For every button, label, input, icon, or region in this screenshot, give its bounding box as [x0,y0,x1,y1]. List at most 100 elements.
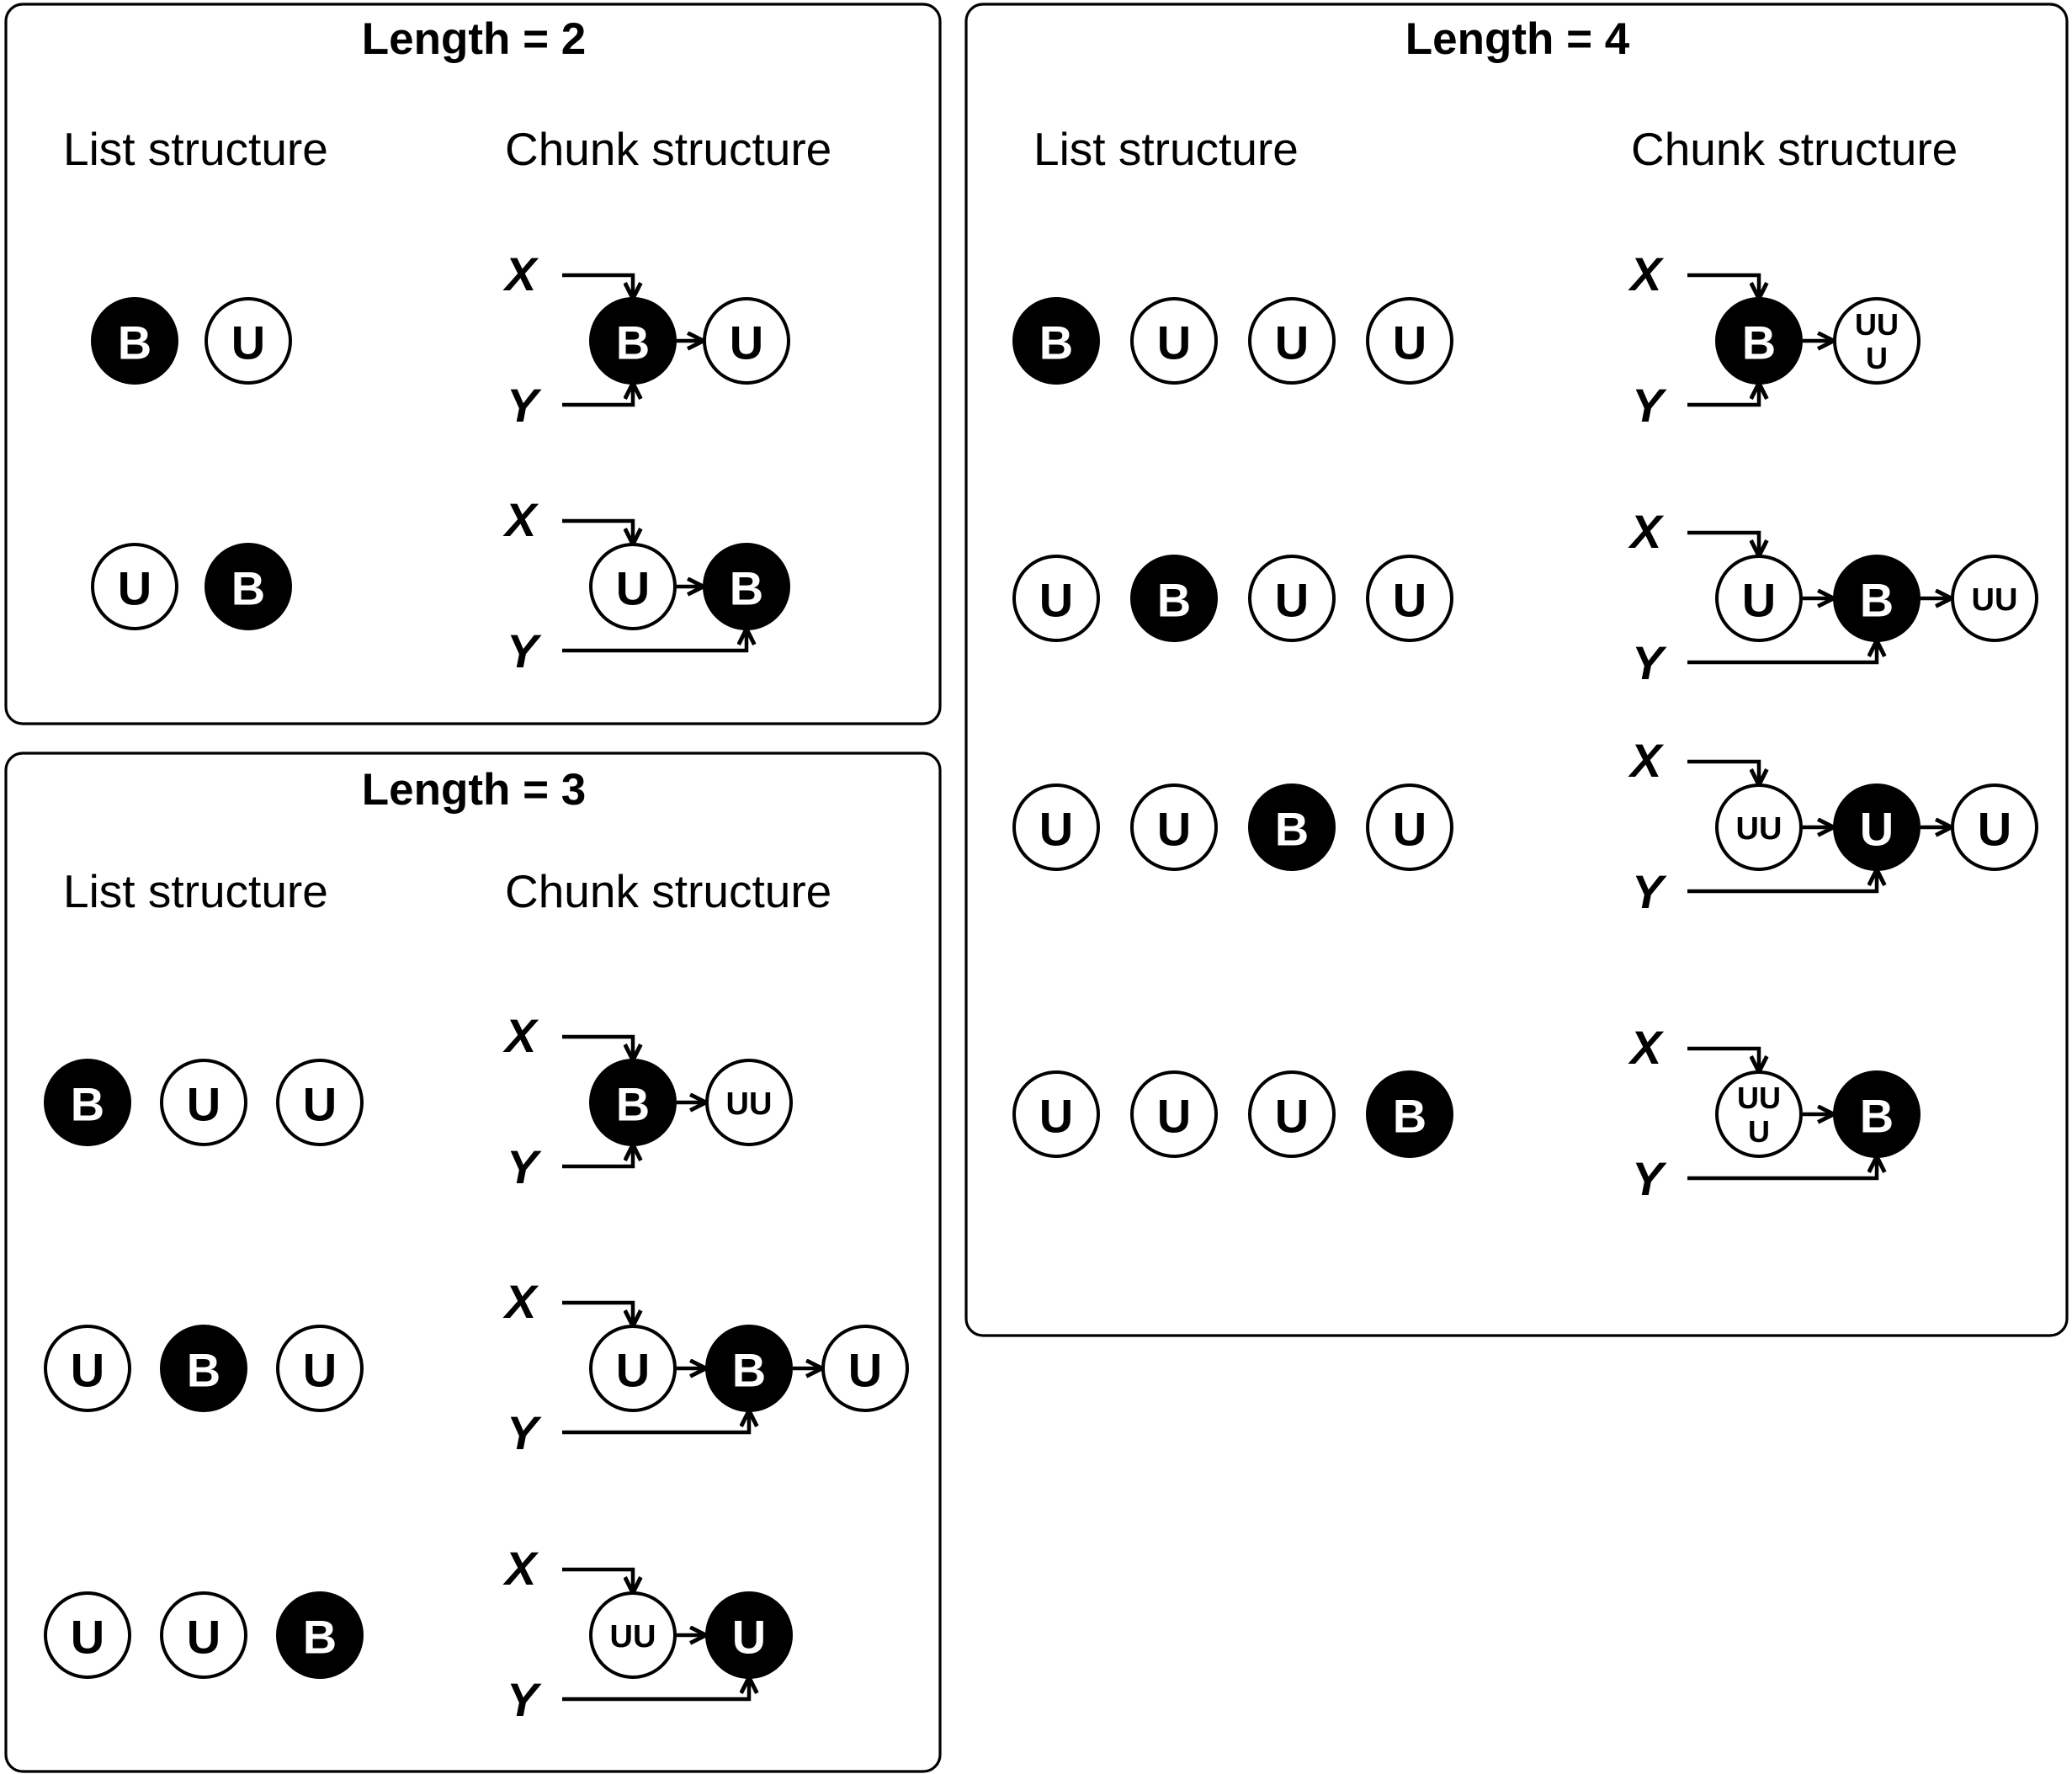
node-circle [1366,783,1453,871]
chunk-node-unbound: U [821,1325,909,1412]
node-label: B [730,562,763,615]
x-variable-label: X [1628,1021,1665,1074]
chunk-structure-heading: Chunk structure [505,865,831,917]
node-label: UU [1972,582,2018,618]
x-input-arrow [562,518,633,543]
list-structure-heading: List structure [63,123,328,175]
node-circle [1130,297,1218,385]
node-label: U [1275,316,1309,369]
list-node-unbound: U [276,1325,364,1412]
node-label: U [1157,1090,1191,1143]
list-node-bound: B [205,543,292,630]
node-label: U [616,1344,650,1397]
chunk-node-unbound: U [1951,783,2038,871]
y-input-arrow [562,630,746,653]
node-label: U [187,1078,220,1131]
node-circle [160,1059,247,1146]
x-input-arrow [562,1300,633,1325]
node-label: U [1039,803,1073,856]
node-label: U [231,316,265,369]
node-label: B [231,562,265,615]
chunk-structure-heading: Chunk structure [1631,123,1958,175]
y-variable-label: Y [507,1673,542,1726]
list-node-unbound: U [1366,297,1453,385]
y-variable-label: Y [1632,1152,1667,1205]
node-label: UU [1736,811,1782,847]
chunk-node-bound: B [705,1325,793,1412]
list-node-unbound: U [1366,555,1453,642]
y-variable-label: Y [1632,379,1667,432]
node-label: U [1393,316,1426,369]
panel-title: Length = 4 [1405,14,1630,64]
y-variable-label: Y [1632,865,1667,918]
node-label: U [1742,574,1776,627]
node-circle [44,1591,131,1679]
list-node-bound: B [1366,1070,1453,1158]
node-label: U [303,1078,337,1131]
chunk-node-unbound: UU [1715,783,1803,871]
node-circle [91,297,178,385]
list-structure-heading: List structure [63,865,328,917]
list-node-unbound: U [1012,783,1100,871]
node-circle [1248,1070,1336,1158]
node-label: U [1393,574,1426,627]
list-node-unbound: U [1130,297,1218,385]
node-label: B [187,1344,220,1397]
node-circle [276,1591,364,1679]
node-circle [1366,297,1453,385]
node-label: B [1860,574,1894,627]
node-label: B [1742,316,1776,369]
chunk-node-bound: U [705,1591,793,1679]
node-circle [1366,1070,1453,1158]
node-circle [1366,555,1453,642]
chunk-node-unbound: UU [1951,555,2038,642]
y-input-arrow [1687,871,1877,894]
list-node-bound: B [91,297,178,385]
y-variable-label: Y [507,379,542,432]
node-circle [1248,783,1336,871]
list-node-unbound: U [91,543,178,630]
node-circle [160,1325,247,1412]
node-circle [1130,1070,1218,1158]
node-label: U [1157,803,1191,856]
node-label: U [1039,574,1073,627]
node-label: U [1393,803,1426,856]
list-node-bound: B [276,1591,364,1679]
node-label: B [303,1611,337,1664]
node-circle [1248,555,1336,642]
list-node-unbound: U [1012,1070,1100,1158]
list-node-unbound: U [160,1591,247,1679]
list-node-unbound: U [1130,783,1218,871]
node-label: B [616,1078,650,1131]
x-variable-label: X [502,1275,539,1328]
node-circle [276,1325,364,1412]
list-structure-heading: List structure [1033,123,1299,175]
y-input-arrow [1687,642,1877,665]
x-input-arrow [562,1567,633,1591]
x-variable-label: X [1628,247,1665,300]
x-input-arrow [1687,273,1759,297]
node-circle [91,543,178,630]
y-input-arrow [1687,1158,1877,1181]
chunk-structure-heading: Chunk structure [505,123,831,175]
list-node-unbound: U [1366,783,1453,871]
node-circle [44,1325,131,1412]
node-label: U [730,316,763,369]
panel-frame [4,752,942,1773]
y-variable-label: Y [507,624,542,677]
node-label: UU [726,1086,773,1122]
list-node-unbound: U [160,1059,247,1146]
node-label: U [1039,1090,1073,1143]
